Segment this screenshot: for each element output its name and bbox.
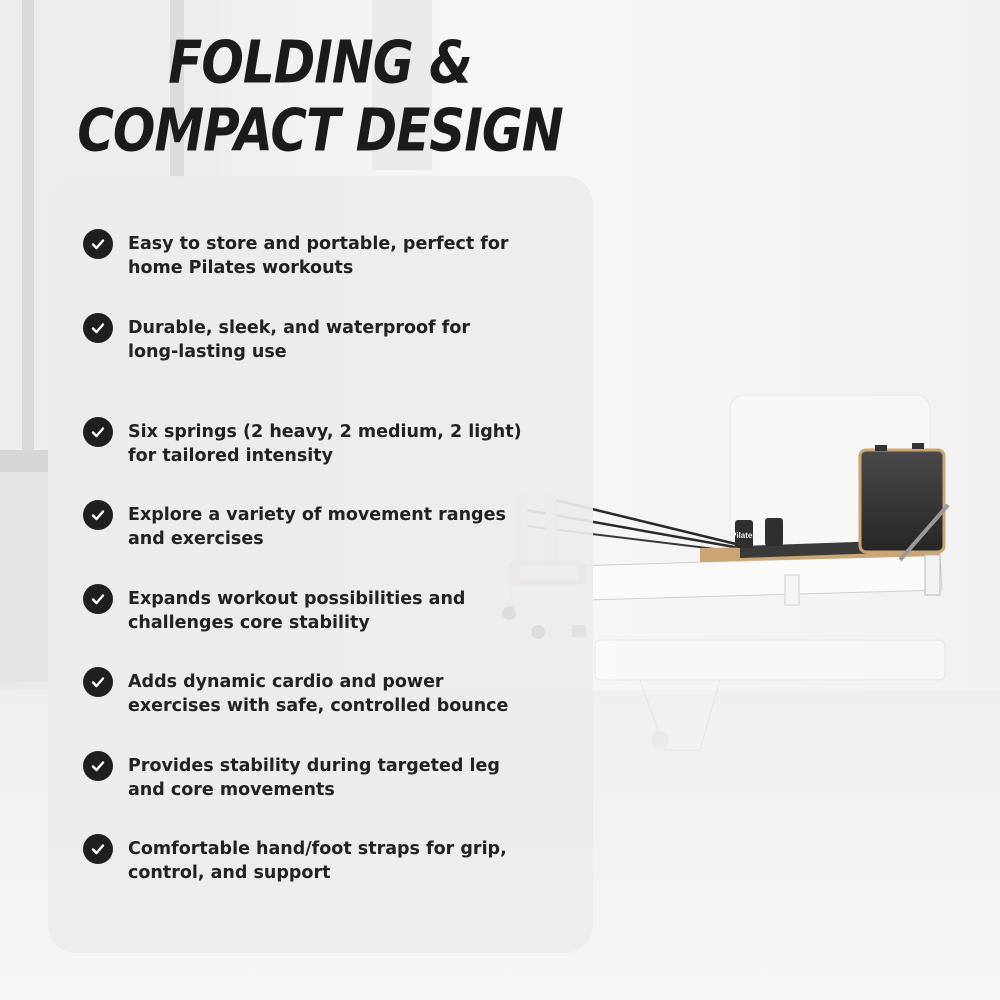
check-circle-icon — [83, 417, 113, 447]
check-circle-icon — [83, 584, 113, 614]
feature-item: Durable, sleek, and waterproof for long-… — [83, 313, 523, 364]
check-circle-icon — [83, 834, 113, 864]
check-circle-icon — [83, 667, 113, 697]
feature-text: Explore a variety of movement ranges and… — [128, 503, 506, 551]
feature-text: Six springs (2 heavy, 2 medium, 2 light)… — [128, 420, 522, 468]
feature-item: Easy to store and portable, perfect for … — [83, 229, 523, 280]
feature-line-1: Expands workout possibilities and — [128, 589, 466, 609]
check-circle-icon — [83, 751, 113, 781]
title-line-1: FOLDING & — [168, 28, 473, 97]
feature-line-2: challenges core stability — [128, 613, 370, 633]
feature-text: Provides stability during targeted leg a… — [128, 754, 500, 802]
feature-line-2: long-lasting use — [128, 342, 287, 362]
feature-line-2: and exercises — [128, 529, 264, 549]
feature-line-1: Easy to store and portable, perfect for — [128, 234, 509, 254]
feature-line-1: Explore a variety of movement ranges — [128, 505, 506, 525]
feature-item: Adds dynamic cardio and power exercises … — [83, 667, 523, 718]
feature-item: Expands workout possibilities and challe… — [83, 584, 523, 635]
check-circle-icon — [83, 229, 113, 259]
feature-text: Adds dynamic cardio and power exercises … — [128, 670, 508, 718]
feature-line-2: control, and support — [128, 863, 331, 883]
title-line-2: COMPACT DESIGN — [77, 96, 564, 165]
check-circle-icon — [83, 500, 113, 530]
feature-line-1: Comfortable hand/foot straps for grip, — [128, 839, 507, 859]
feature-line-1: Provides stability during targeted leg — [128, 756, 500, 776]
feature-line-2: for tailored intensity — [128, 446, 334, 466]
check-circle-icon — [83, 313, 113, 343]
feature-panel — [48, 176, 593, 953]
feature-line-2: exercises with safe, controlled bounce — [128, 696, 509, 716]
feature-item: Explore a variety of movement ranges and… — [83, 500, 523, 551]
feature-line-1: Adds dynamic cardio and power — [128, 672, 444, 692]
feature-text: Easy to store and portable, perfect for … — [128, 232, 509, 280]
feature-text: Comfortable hand/foot straps for grip, c… — [128, 837, 507, 885]
feature-item: Six springs (2 heavy, 2 medium, 2 light)… — [83, 417, 523, 468]
page-title: FOLDING & COMPACT DESIGN — [0, 28, 640, 165]
feature-item: Comfortable hand/foot straps for grip, c… — [83, 834, 523, 885]
feature-item: Provides stability during targeted leg a… — [83, 751, 523, 802]
feature-text: Expands workout possibilities and challe… — [128, 587, 465, 635]
feature-line-1: Durable, sleek, and waterproof for — [128, 318, 470, 338]
reformer-brand-label: Pilates — [731, 531, 757, 540]
feature-line-1: Six springs (2 heavy, 2 medium, 2 light) — [128, 422, 522, 442]
feature-line-2: home Pilates workouts — [128, 258, 354, 278]
feature-text: Durable, sleek, and waterproof for long-… — [128, 316, 470, 364]
feature-line-2: and core movements — [128, 780, 335, 800]
